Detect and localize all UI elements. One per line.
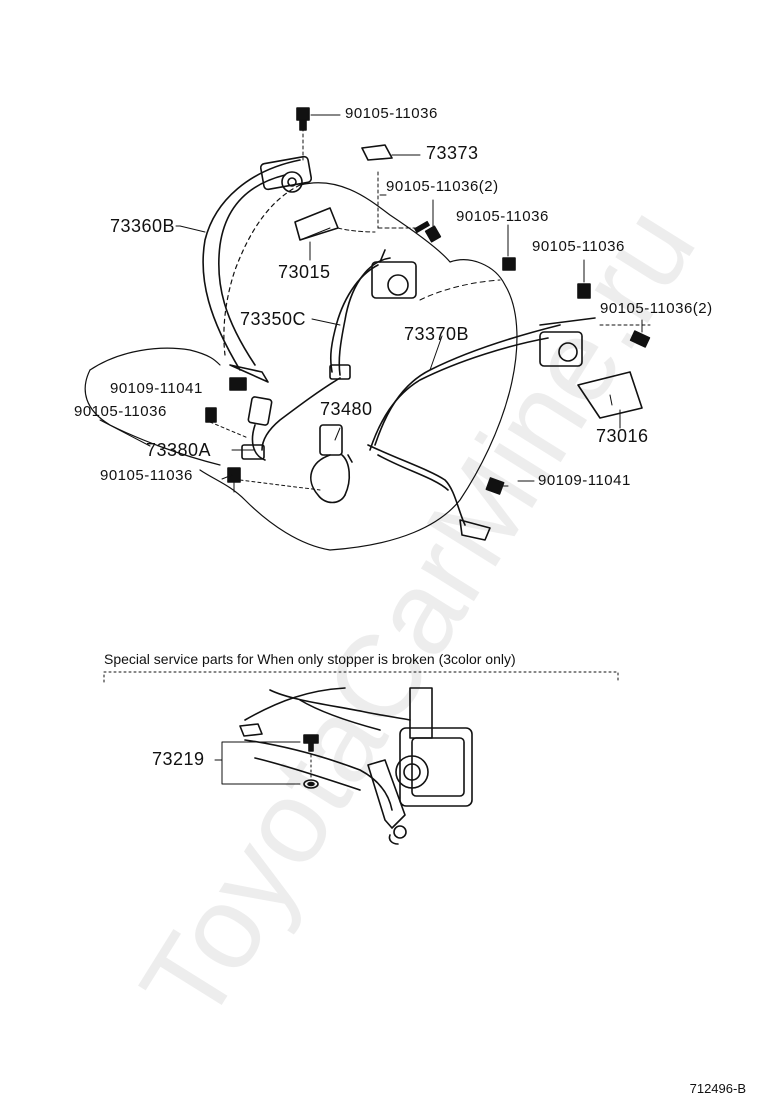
part-label-bolt-7: 90105-11036 — [74, 403, 167, 420]
bolt-icon — [296, 107, 310, 131]
part-label-bolt-2: 90105-11036(2) — [386, 178, 499, 195]
bracket-73373 — [361, 144, 421, 161]
diagram-code: 712496-B — [689, 1081, 746, 1096]
part-label-bolt-5: 90105-11036(2) — [600, 300, 713, 317]
special-service-note: Special service parts for When only stop… — [104, 651, 516, 667]
buckle-73380A — [241, 396, 273, 461]
belt-73350C — [261, 249, 501, 451]
part-label-bolt-9: 90109-11041 — [538, 472, 631, 489]
part-label-bolt-3: 90105-11036 — [456, 208, 549, 225]
part-label-73360B: 73360B — [110, 216, 176, 236]
part-label-bolt-8: 90105-11036 — [100, 467, 193, 484]
section-bracket — [103, 671, 619, 683]
cover-73015 — [294, 207, 376, 261]
part-label-bolt-6: 90109-11041 — [110, 380, 203, 397]
part-label-73350C: 73350C — [240, 309, 307, 329]
stopper-73219 — [303, 734, 319, 789]
part-label-73380A: 73380A — [146, 440, 212, 460]
bracket-73016 — [577, 371, 643, 429]
bolt-icon-2 — [414, 220, 442, 243]
part-label-73015: 73015 — [278, 262, 331, 282]
bolt-icon-8 — [227, 467, 241, 483]
part-label-bolt-4: 90105-11036 — [532, 238, 625, 255]
bolt-icon-9 — [485, 477, 505, 495]
belt-73370B — [367, 317, 596, 541]
bolt-icon-4 — [577, 283, 591, 299]
part-label-73370B: 73370B — [404, 324, 470, 344]
part-label-bolt: 90105-11036 — [345, 105, 438, 122]
bolt-icon-5 — [629, 330, 651, 348]
belt-73360B — [202, 155, 313, 383]
buckle-73480 — [310, 424, 353, 504]
part-label-73016: 73016 — [596, 426, 649, 446]
part-label-73373: 73373 — [426, 143, 479, 163]
bolt-icon-7 — [205, 407, 217, 423]
part-label-73219: 73219 — [152, 749, 205, 769]
bolt-icon-6 — [229, 377, 247, 391]
retractor-detail — [239, 687, 473, 845]
bolt-icon-3 — [502, 257, 516, 271]
part-label-73480: 73480 — [320, 399, 373, 419]
